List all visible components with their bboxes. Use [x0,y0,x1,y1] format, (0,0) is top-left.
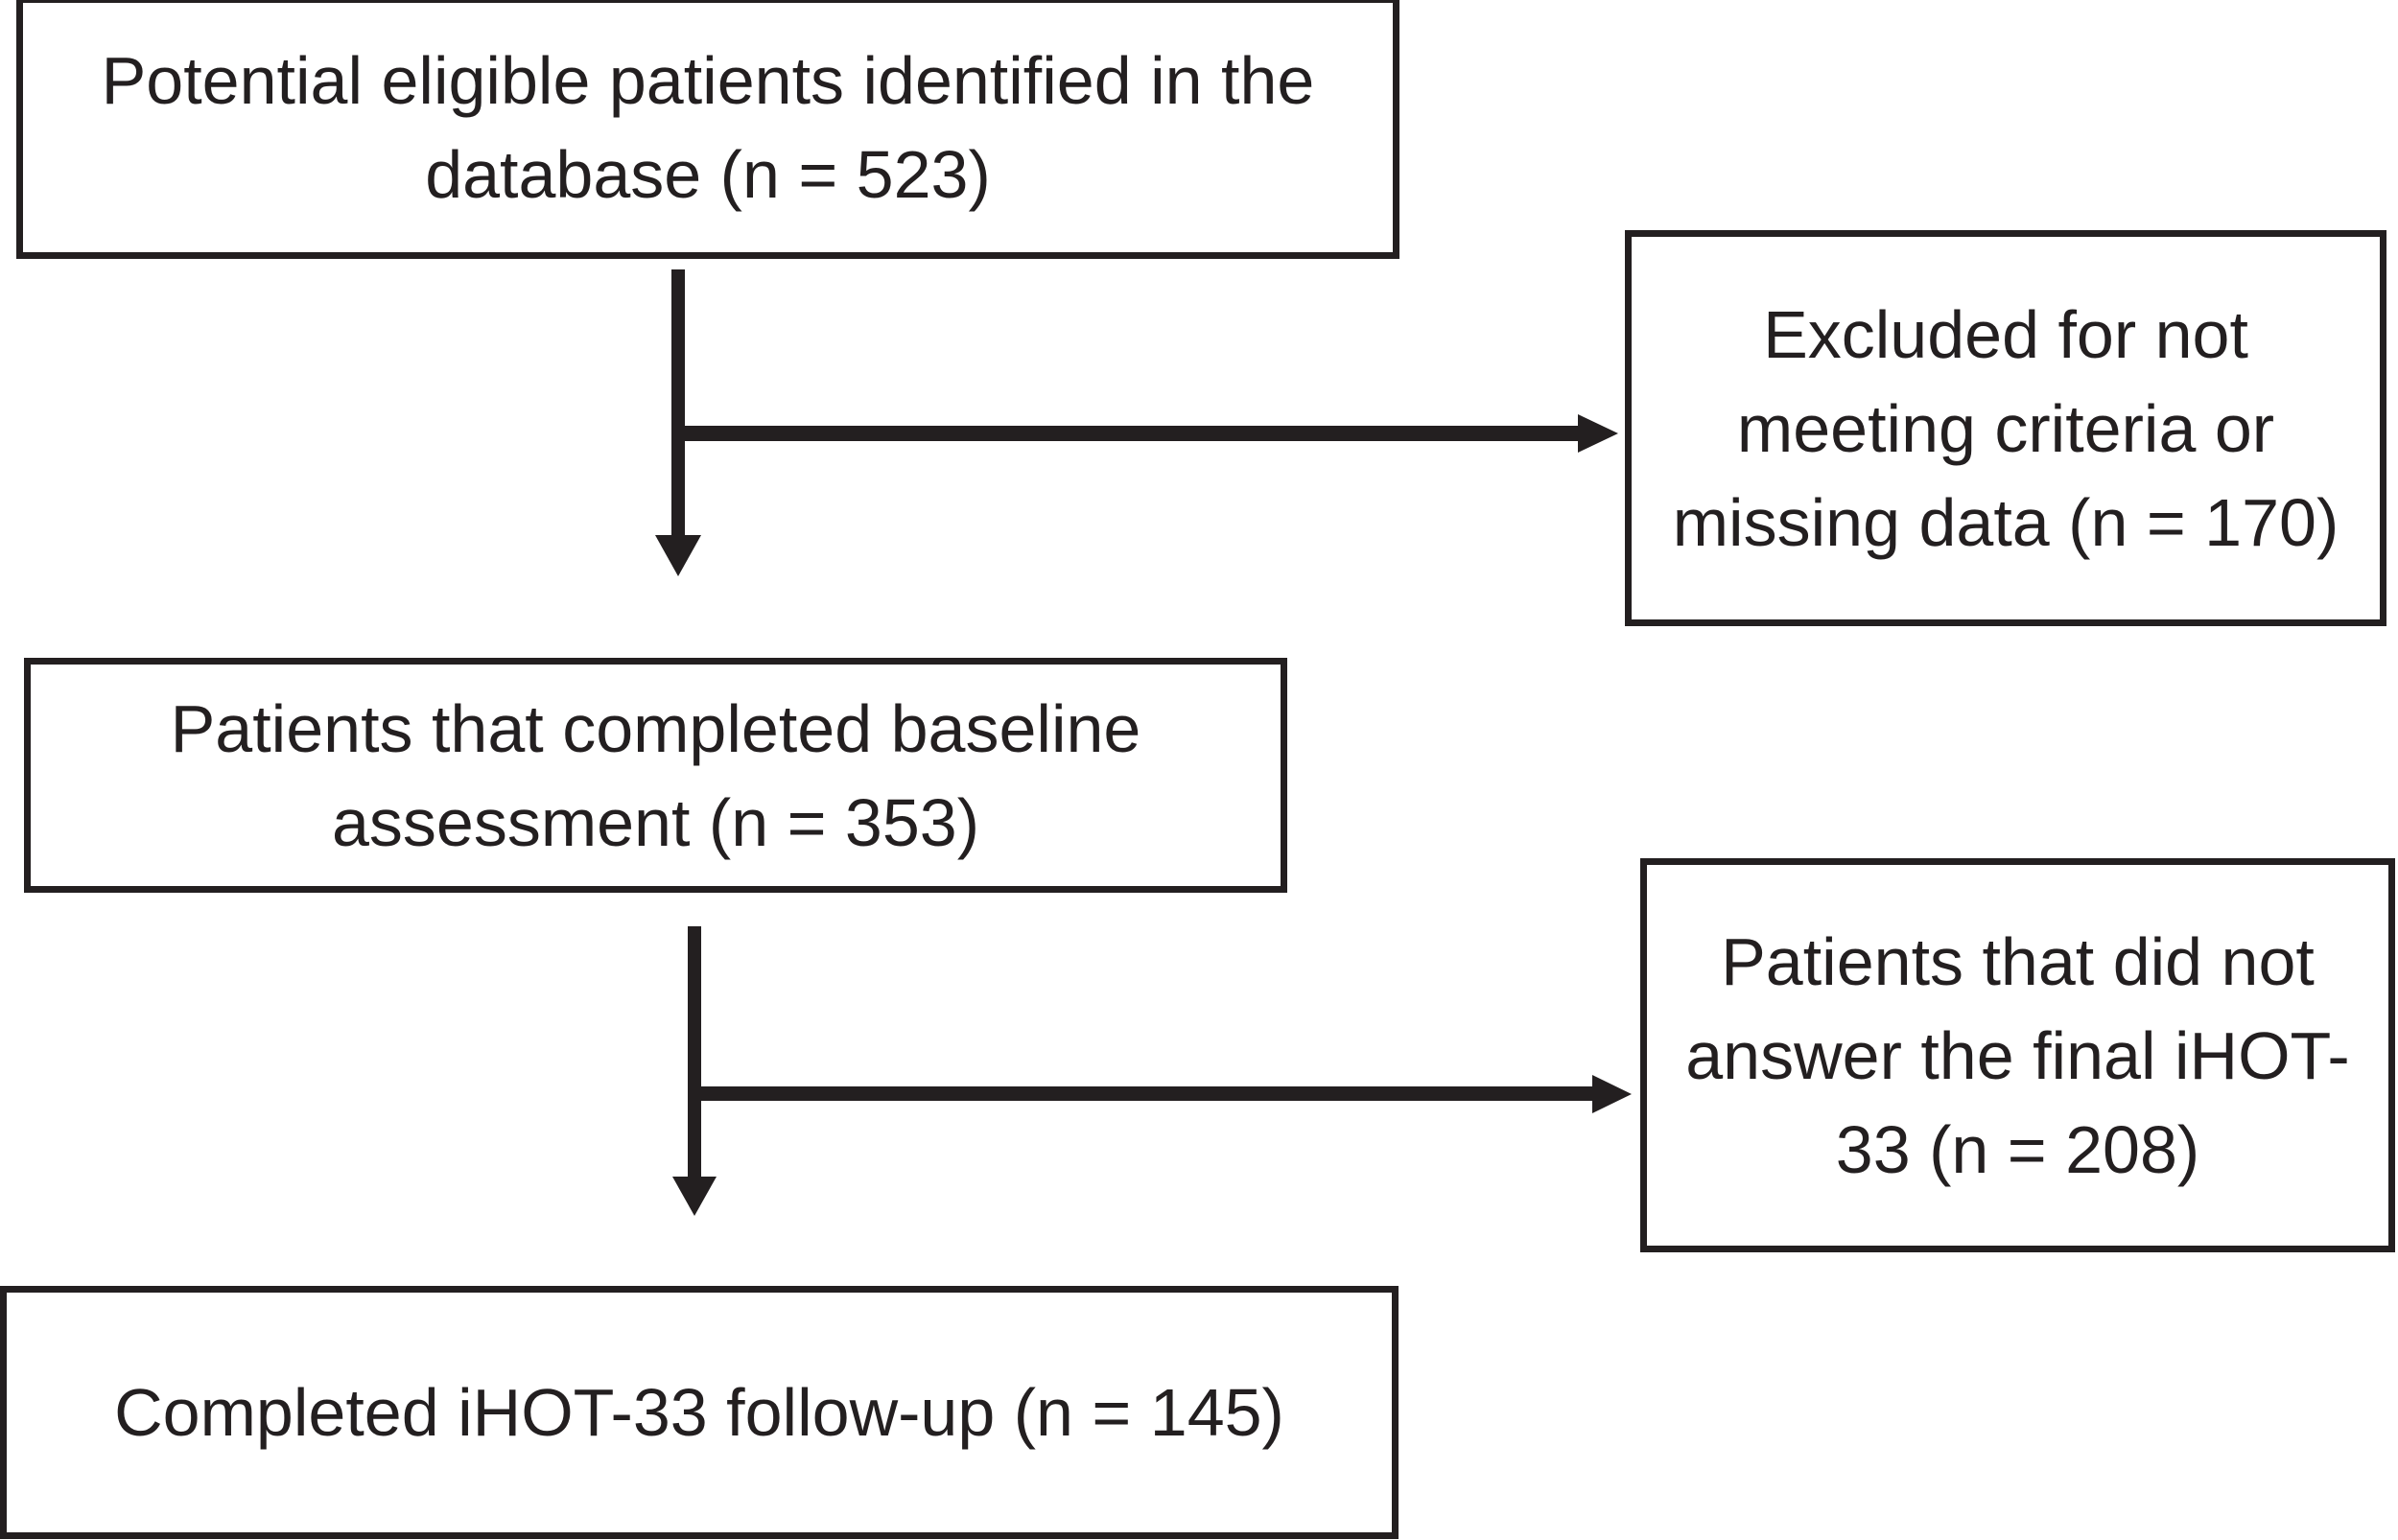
down-arrow-baseline-to-completed-shaft [688,926,701,1177]
down-arrow-baseline-to-completed-arrowhead-icon [672,1177,717,1216]
down-arrow-identified-to-baseline-arrowhead-icon [655,535,701,576]
flow-box-excluded: Excluded for not meeting criteria or mis… [1625,230,2386,626]
flow-box-identified: Potential eligible patients identified i… [16,0,1399,259]
flow-box-baseline-assessment: Patients that completed baseline assessm… [24,658,1287,893]
flow-box-not-answered: Patients that did not answer the final i… [1640,858,2395,1252]
flow-box-completed-followup: Completed iHOT-33 follow-up (n = 145) [0,1286,1399,1539]
right-arrow-to-not-answered-shaft [701,1086,1592,1101]
right-arrow-to-excluded-shaft [683,426,1578,441]
right-arrow-to-not-answered-arrowhead-icon [1592,1075,1632,1113]
right-arrow-to-excluded-arrowhead-icon [1578,414,1618,453]
down-arrow-identified-to-baseline-shaft [671,269,685,535]
